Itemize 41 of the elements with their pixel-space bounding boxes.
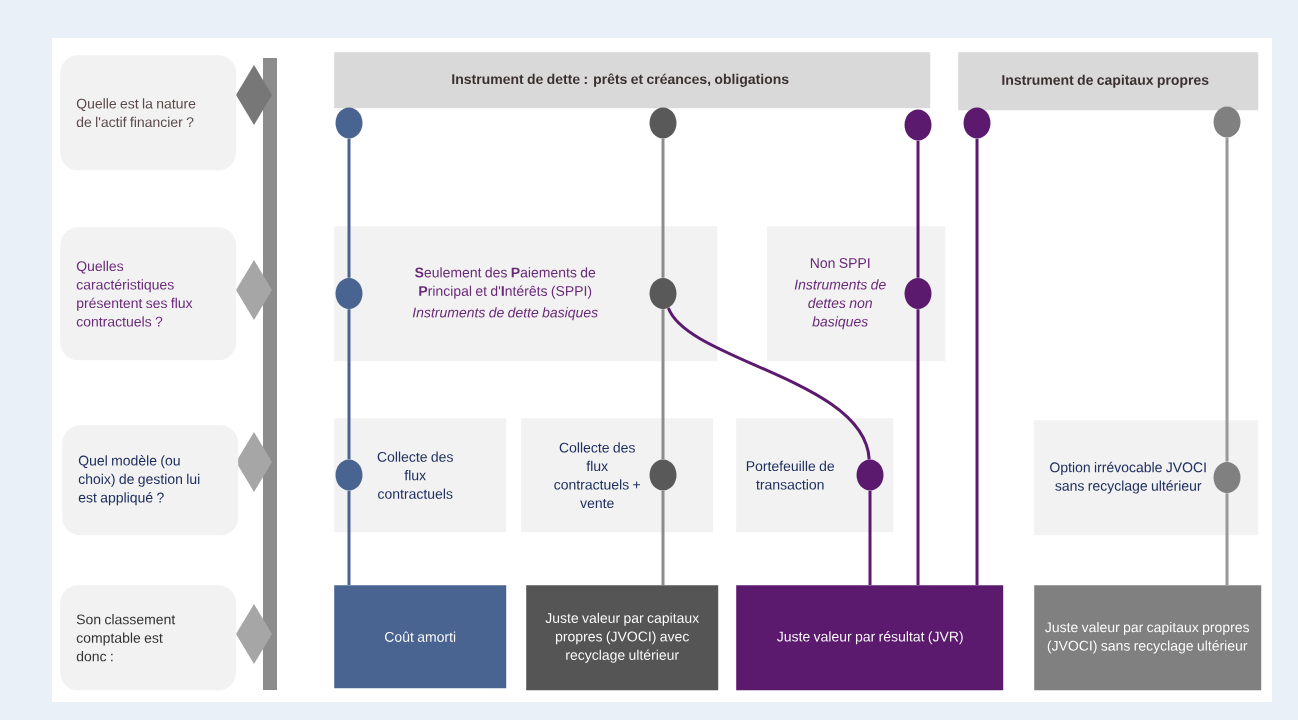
junction-dot — [335, 459, 363, 491]
junction-dot — [335, 278, 363, 309]
junction-dot — [963, 107, 991, 139]
connector-line — [868, 490, 872, 585]
result-box: Coût amorti — [334, 585, 507, 689]
connector-line — [661, 490, 665, 585]
result-box: Juste valeur par capitaux propres (JVOCI) avec recyclage ultérieur — [526, 585, 719, 691]
connector-line — [667, 307, 871, 460]
connector-line — [916, 309, 920, 585]
junction-dot — [904, 109, 932, 141]
question-box: Quel modèle (ou choix) de gestion lui est appliqué ? — [62, 425, 239, 536]
connector-line — [1225, 137, 1229, 462]
result-box: Juste valeur par résultat (JVR) — [736, 585, 1004, 691]
category-header: Instrument de capitaux propres — [958, 52, 1259, 111]
connector-line — [347, 490, 351, 585]
connector-line — [1225, 493, 1229, 585]
junction-dot — [649, 459, 677, 491]
junction-dot — [1213, 462, 1241, 493]
connector-line — [661, 309, 665, 460]
condition-box: Collecte des flux contractuels + vente — [521, 418, 714, 533]
junction-dot — [335, 107, 363, 139]
junction-dot — [1213, 106, 1241, 138]
condition-box: Collecte des flux contractuels — [334, 418, 507, 533]
condition-box: Option irrévocable JVOCI sans recyclage ultérieur — [1034, 420, 1259, 536]
question-box: Son classement comptable est donc : — [60, 585, 237, 691]
connector-line — [347, 138, 351, 278]
condition-box: Portefeuille de transaction — [736, 418, 894, 533]
result-box: Juste valeur par capitaux propres (JVOCI) sans recyclage ultérieur — [1034, 585, 1262, 691]
question-box: Quelle est la nature de l'actif financier ? — [60, 55, 237, 171]
junction-dot — [856, 459, 884, 491]
category-header: Instrument de dette : prêts et créances, obligations — [334, 52, 931, 109]
connector-line — [916, 140, 920, 278]
connector-line — [661, 138, 665, 278]
junction-dot — [649, 107, 677, 139]
condition-box: Seulement des Paiements de Principal et d'Intérêts (SPPI) Instruments de dette basiques — [334, 226, 718, 362]
junction-dot — [649, 278, 677, 309]
condition-box: Non SPPI Instruments de dettes non basiques — [767, 226, 946, 362]
junction-dot — [904, 278, 932, 309]
question-box: Quelles caractéristiques présentent ses flux contractuels ? — [60, 227, 237, 361]
connector-line — [347, 309, 351, 460]
connector-line — [975, 138, 979, 585]
